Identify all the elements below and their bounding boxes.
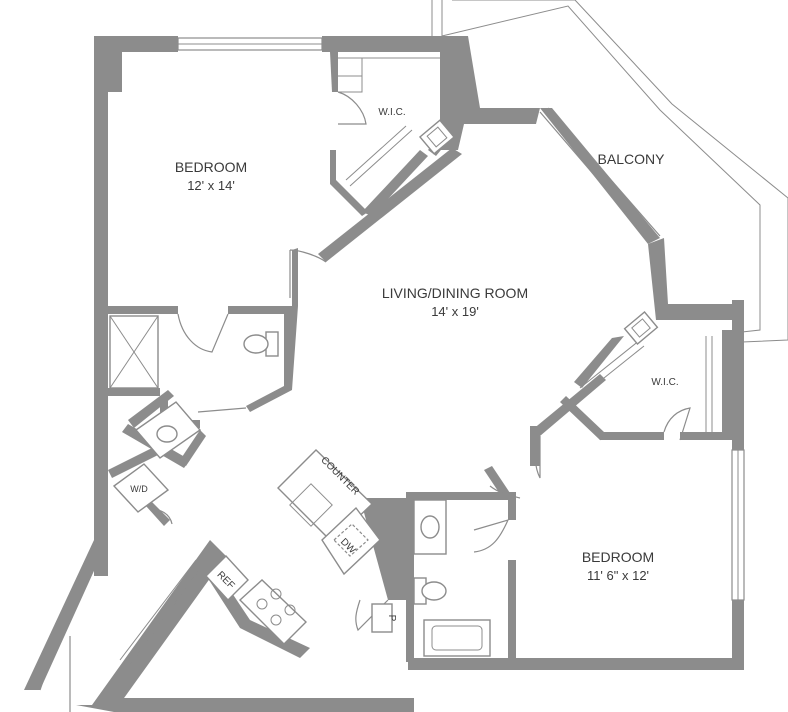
toilet-icon — [243, 331, 279, 357]
bedroom-1-size: 12' x 14' — [187, 178, 235, 193]
bath-2-fixtures — [413, 499, 491, 657]
windows — [177, 37, 745, 601]
bedroom-2-size: 11' 6" x 12' — [587, 568, 649, 583]
pantry-label: P — [386, 615, 397, 622]
linen-closet — [109, 315, 159, 389]
washer-dryer-label: W/D — [130, 484, 148, 494]
bedroom-1-name: BEDROOM — [175, 159, 247, 175]
closet-shelves — [338, 57, 713, 441]
bedroom-2-name: BEDROOM — [582, 549, 654, 565]
washer-dryer: W/D — [112, 463, 170, 513]
balcony-name: BALCONY — [598, 151, 666, 167]
living-size: 14' x 19' — [431, 304, 479, 319]
sink-icon — [134, 401, 202, 459]
hvac-unit — [418, 119, 659, 346]
doors — [39, 91, 691, 712]
wic-2-label: W.I.C. — [651, 377, 678, 388]
entry-hall — [119, 559, 203, 669]
room-labels: BEDROOM 12' x 14' W.I.C. BALCONY LIVING/… — [175, 107, 679, 583]
kitchen-appliances: REF P — [205, 554, 397, 645]
living-name: LIVING/DINING ROOM — [382, 285, 528, 301]
wic-1-label: W.I.C. — [378, 107, 405, 118]
